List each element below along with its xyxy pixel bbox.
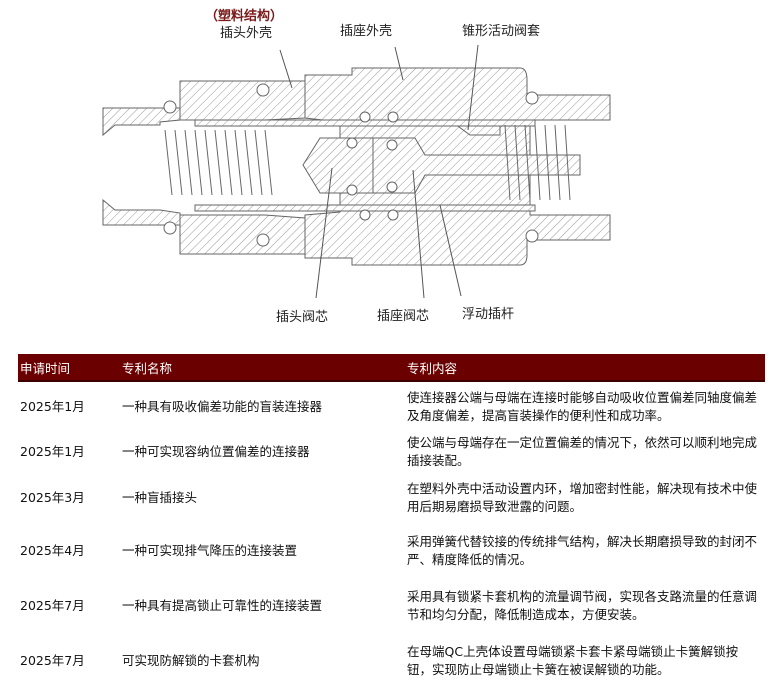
cell-name: 一种盲插接头 xyxy=(122,490,198,505)
cell-date: 2025年3月 xyxy=(20,490,85,505)
label-floating-rod: 浮动插杆 xyxy=(462,307,515,322)
cell-name: 一种可实现容纳位置偏差的连接器 xyxy=(122,444,310,459)
cell-content: 使公端与母端存在一定位置偏差的情况下，依然可以顺利地完成插接装配。 xyxy=(407,435,758,468)
leader-lines xyxy=(279,44,479,299)
header-content: 专利内容 xyxy=(405,354,765,382)
cell-content: 采用弹簧代替铰接的传统排气结构，解决长期磨损导致的封闭不严、精度降低的情况。 xyxy=(407,534,758,567)
label-plug-valve-core: 插头阀芯 xyxy=(276,310,329,325)
header-name: 专利名称 xyxy=(120,354,405,382)
label-socket-housing: 插座外壳 xyxy=(340,24,393,39)
cell-name: 可实现防解锁的卡套机构 xyxy=(122,653,260,668)
cell-name: 一种可实现排气降压的连接装置 xyxy=(122,543,298,558)
cell-date: 2025年1月 xyxy=(20,444,85,459)
table-row: 2025年3月 一种盲插接头 在塑料外壳中活动设置内环，增加密封性能，解决现有技术中… xyxy=(18,473,765,523)
cell-date: 2025年4月 xyxy=(20,543,85,558)
label-socket-valve-core: 插座阀芯 xyxy=(377,309,430,324)
socket-valve-core xyxy=(372,137,581,194)
cell-name: 一种具有吸收偏差功能的盲装连接器 xyxy=(122,398,323,414)
cell-content: 在母端QC上壳体设置母端锁紧卡套卡紧母端锁止卡簧解锁按钮，实现防止母端锁止卡簧在… xyxy=(407,644,739,677)
plastic-structure-note: （塑料结构） xyxy=(205,9,284,24)
cell-content: 采用具有锁紧卡套机构的流量调节阀，实现各支路流量的任意调节和均匀分配，降低制造成… xyxy=(407,589,758,622)
table-row: 2025年7月 一种具有提高锁止可靠性的连接装置 采用具有锁紧卡套机构的流量调节阀，… xyxy=(18,579,765,633)
cell-content: 使连接器公端与母端在连接时能够自动吸收位置偏差同轴度偏差及角度偏差，提高盲装操作… xyxy=(407,389,758,423)
cell-date: 2025年7月 xyxy=(20,653,85,668)
table-row: 2025年7月 可实现防解锁的卡套机构 在母端QC上壳体设置母端锁紧卡套卡紧母端锁止… xyxy=(18,633,765,689)
cell-content: 在塑料外壳中活动设置内环，增加密封性能，解决现有技术中使用后期易磨损导致泄露的问… xyxy=(407,481,758,514)
cell-date: 2025年7月 xyxy=(20,598,85,613)
cell-date: 2025年1月 xyxy=(20,398,85,414)
left-fitting xyxy=(102,107,181,137)
spring-left xyxy=(164,129,273,196)
connector-cross-section-diagram xyxy=(102,44,611,299)
header-date: 申请时间 xyxy=(18,354,120,382)
spring-right xyxy=(504,124,571,201)
cell-name: 一种具有提高锁止可靠性的连接装置 xyxy=(122,598,323,613)
plug-housing xyxy=(179,80,306,121)
plug-valve-core xyxy=(302,137,374,194)
label-tapered-sleeve: 锥形活动阀套 xyxy=(462,24,541,39)
table-row: 2025年1月 一种可实现容纳位置偏差的连接器 使公端与母端存在一定位置偏差的情况下… xyxy=(18,431,765,473)
table-row: 2025年4月 一种可实现排气降压的连接装置 采用弹簧代替铰接的传统排气结构，解决长… xyxy=(18,523,765,579)
table-row: 2025年1月 一种具有吸收偏差功能的盲装连接器 使连接器公端与母端在连接时能够自动… xyxy=(18,381,765,431)
label-plug-housing: 插头外壳 xyxy=(220,26,273,41)
patent-table: 申请时间 专利名称 专利内容 2025年1月 一种具有吸收偏差功能的盲装连接器 使连… xyxy=(18,354,765,689)
